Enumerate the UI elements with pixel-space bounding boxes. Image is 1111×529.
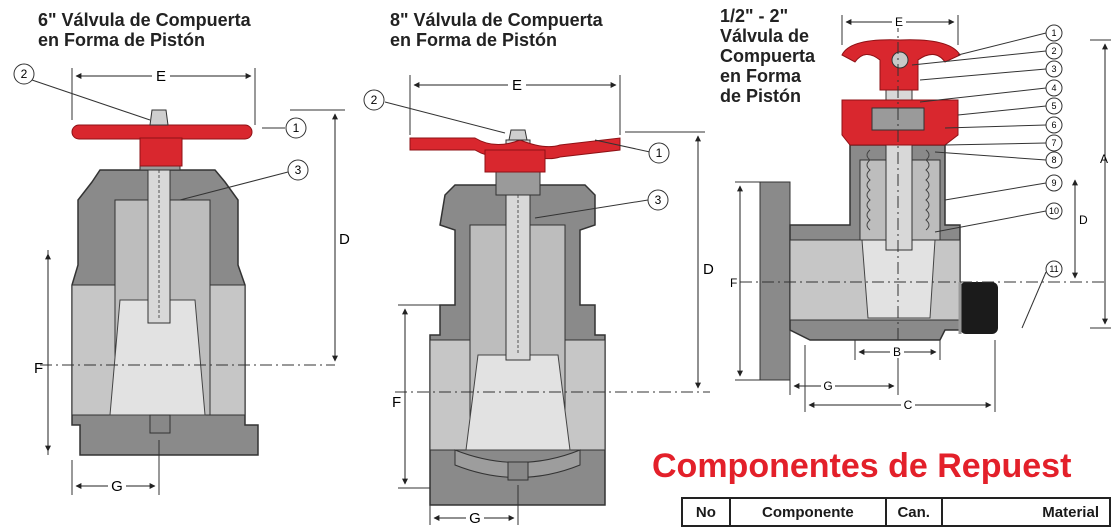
callout-s-7: 7 (1051, 138, 1056, 148)
col-no: No (681, 497, 731, 527)
dim-f-6: F (34, 360, 43, 377)
title-small-line-5: de Pistón (720, 86, 802, 106)
valve-6-inch (31, 68, 345, 495)
dim-f-8: F (392, 394, 401, 411)
title-small-line-3: Compuerta (720, 46, 816, 66)
title-8-inch: 8" Válvula de Compuerta en Forma de Pist… (390, 10, 603, 50)
callout-6-3: 3 (295, 163, 302, 177)
dim-labels-8: E D F G (392, 77, 714, 527)
callout-6-1: 1 (293, 121, 300, 135)
dim-d-8: D (703, 261, 714, 278)
dim-c-small: C (904, 398, 913, 412)
dim-g-8: G (469, 510, 481, 527)
callout-s-10: 10 (1049, 206, 1059, 216)
title-8-line-2: en Forma de Pistón (390, 30, 558, 50)
callout-s-8: 8 (1051, 155, 1056, 165)
title-small: 1/2" - 2" Válvula de Compuerta en Forma … (720, 6, 815, 106)
dim-g-small: G (823, 379, 832, 393)
title-8-line-1: 8" Válvula de Compuerta (390, 10, 603, 30)
dim-labels-6: E D F G (34, 68, 350, 495)
callout-8-3: 3 (655, 193, 662, 207)
title-6-line-1: 6" Válvula de Compuerta (38, 10, 251, 30)
title-6-inch: 6" Válvula de Compuerta en Forma de Pist… (38, 10, 251, 50)
col-can: Can. (884, 497, 943, 527)
callout-s-6: 6 (1051, 120, 1056, 130)
dim-e-8: E (512, 77, 522, 94)
callout-s-2: 2 (1051, 46, 1056, 56)
dim-d-6: D (339, 231, 350, 248)
callouts-6: 2 1 3 (13, 63, 309, 181)
title-small-line-2: Válvula de (720, 26, 810, 46)
title-6-line-2: en Forma de Pistón (38, 30, 206, 50)
callout-s-5: 5 (1051, 101, 1056, 111)
callout-8-1: 1 (656, 146, 663, 160)
callout-s-11: 11 (1049, 264, 1058, 274)
col-componente: Componente (728, 497, 887, 527)
dim-d-small: D (1079, 213, 1088, 227)
callout-s-1: 1 (1051, 28, 1056, 38)
callout-s-4: 4 (1051, 83, 1056, 93)
dim-a-small: A (1100, 152, 1108, 166)
callouts-8: 2 1 3 (363, 89, 670, 211)
parts-table-header: No Componente Can. Material (681, 497, 1111, 527)
dim-b-small: B (893, 345, 901, 359)
callout-6-2: 2 (21, 67, 28, 81)
dim-g-6: G (111, 478, 123, 495)
callout-8-2: 2 (371, 93, 378, 107)
dim-e-6: E (156, 68, 166, 85)
parts-heading: Componentes de Repuest (652, 447, 1072, 485)
callout-s-9: 9 (1051, 178, 1056, 188)
valve-8-inch (384, 75, 710, 525)
dim-labels-small: E A D F B G C (730, 14, 1108, 412)
callouts-small: 1 2 3 4 5 6 7 8 9 10 11 (1045, 24, 1063, 278)
title-small-line-1: 1/2" - 2" (720, 6, 789, 26)
dim-f-small: F (730, 276, 737, 290)
parts-table: No Componente Can. Material (681, 497, 1111, 527)
valve-small (735, 15, 1111, 412)
callout-s-3: 3 (1051, 64, 1056, 74)
col-material: Material (940, 497, 1111, 527)
dim-e-small: E (895, 15, 903, 29)
title-small-line-4: en Forma (720, 66, 802, 86)
